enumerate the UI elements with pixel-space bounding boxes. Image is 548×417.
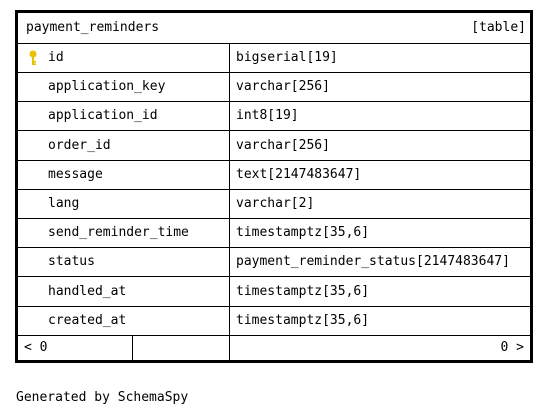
column-name: created_at [48,312,127,328]
table-name[interactable]: payment_reminders [26,20,160,35]
key-icon [28,50,38,66]
column-name: application_id [48,108,158,124]
table-row[interactable]: message text[2147483647] [18,161,530,190]
column-name: id [48,50,64,65]
relationship-footer: < 0 0 > [18,336,530,360]
generated-by-label: Generated by SchemaSpy [16,390,189,405]
column-type: payment_reminder_status[2147483647] [236,254,510,270]
table-row[interactable]: send_reminder_time timestamptz[35,6] [18,219,530,249]
column-type: timestamptz[35,6] [236,283,370,299]
table-row[interactable]: handled_at timestamptz[35,6] [18,278,530,307]
column-type: timestamptz[35,6] [236,225,370,241]
table-row[interactable]: application_key varchar[256] [18,73,530,103]
column-name: status [48,254,95,270]
column-divider [229,44,230,360]
parent-count[interactable]: < 0 [24,340,48,355]
column-name: message [48,166,103,182]
column-type: bigserial[19] [236,50,338,65]
table-row[interactable]: application_id int8[19] [18,102,530,132]
column-name: lang [48,196,80,211]
column-name: order_id [48,137,111,153]
child-count[interactable]: 0 > [500,340,524,355]
column-type: timestamptz[35,6] [236,312,370,328]
column-type: int8[19] [236,108,299,124]
table-payment-reminders[interactable]: payment_reminders [table] id bigserial[19… [15,10,533,363]
column-name: application_key [48,79,166,95]
table-row[interactable]: id bigserial[19] [18,44,530,73]
table-row[interactable]: status payment_reminder_status[2147483647… [18,248,530,278]
column-type: varchar[256] [236,79,330,95]
table-header: payment_reminders [table] [18,13,530,44]
table-row[interactable]: order_id varchar[256] [18,132,530,161]
footer-divider [132,336,133,360]
table-row[interactable]: lang varchar[2] [18,190,530,219]
table-row[interactable]: created_at timestamptz[35,6] [18,307,530,336]
table-kind: [table] [471,20,526,35]
column-name: handled_at [48,283,127,299]
column-type: varchar[256] [236,137,330,153]
column-name: send_reminder_time [48,225,189,241]
column-type: text[2147483647] [236,166,362,182]
column-type: varchar[2] [236,196,315,211]
